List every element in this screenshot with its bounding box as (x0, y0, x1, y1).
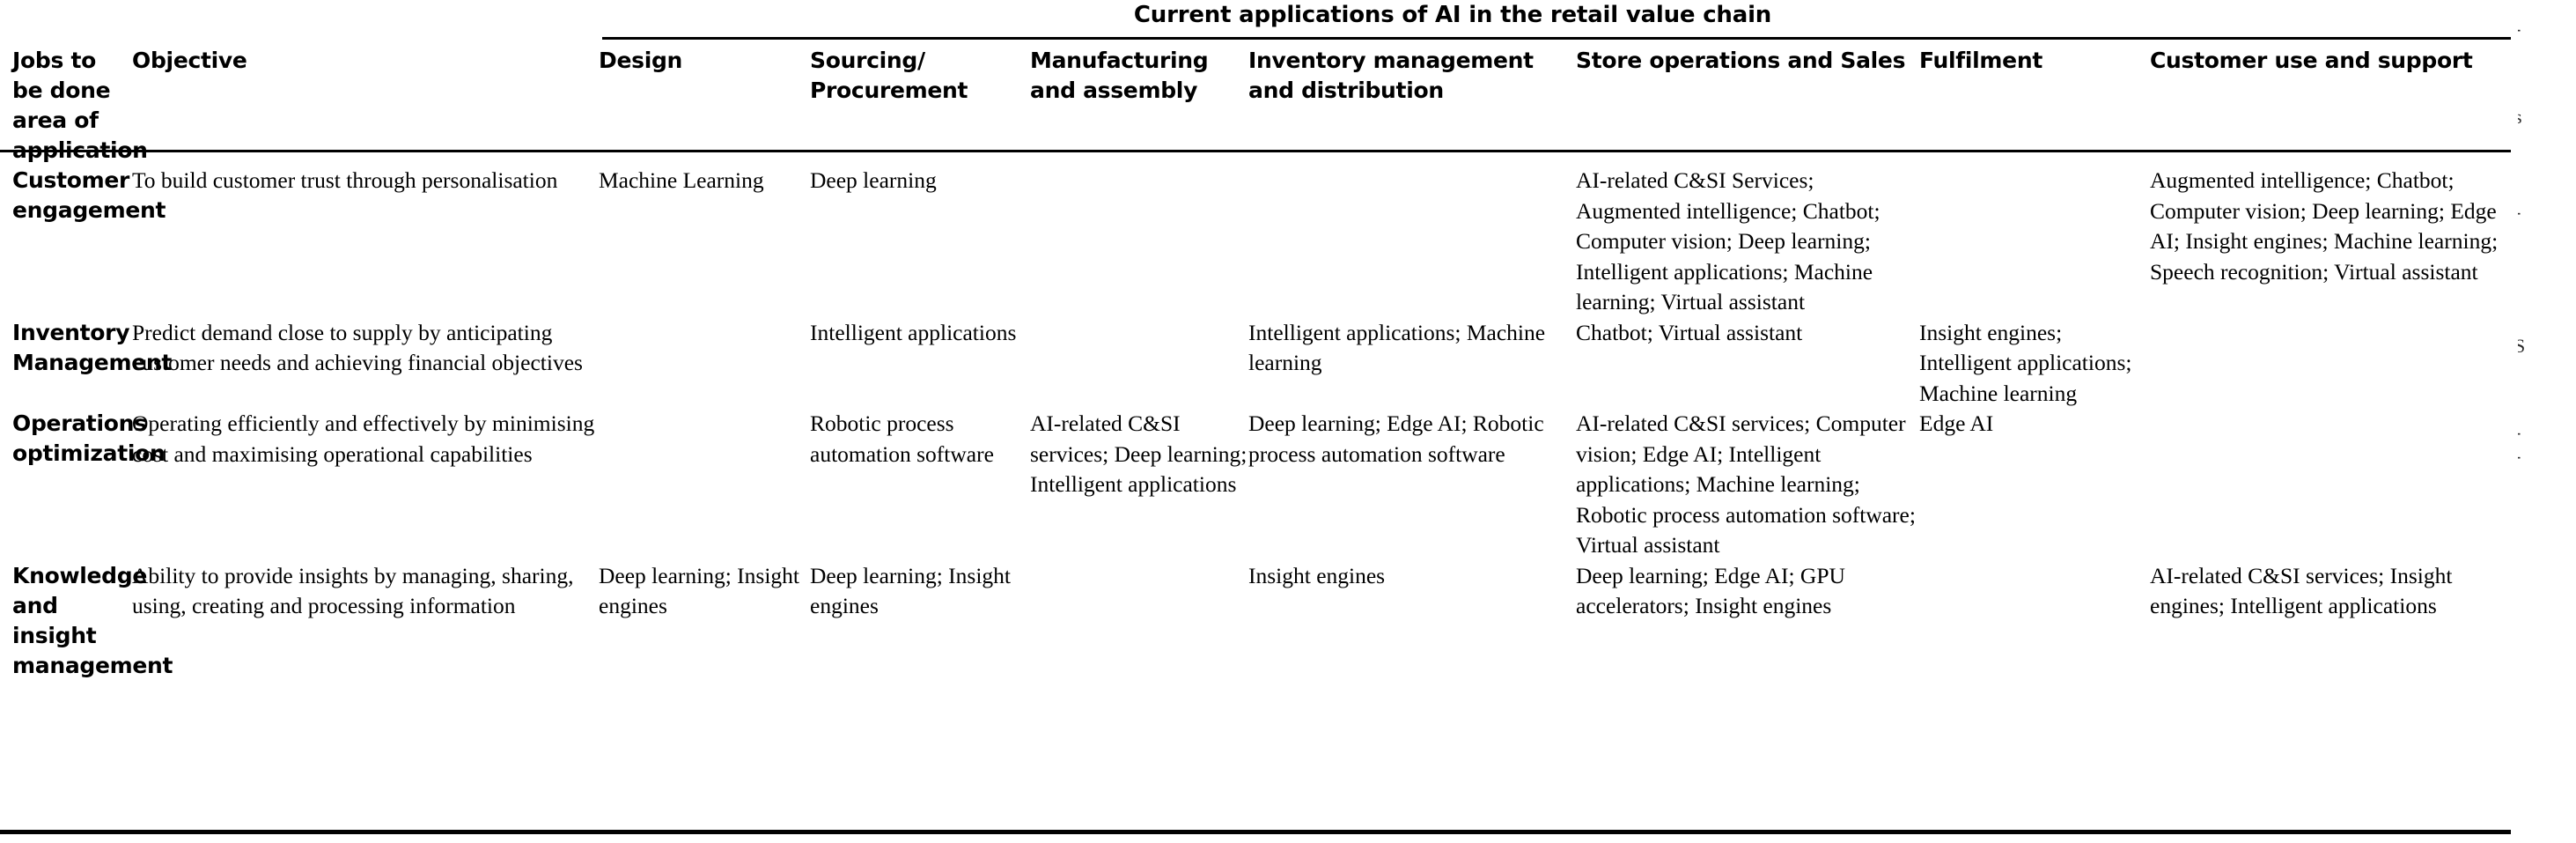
margin-fragment: - (2518, 201, 2521, 224)
table-row: Customer engagement To build customer tr… (0, 166, 2511, 318)
column-header-inventory: Inventory management and distribution (1248, 48, 1534, 103)
cell-fulfilment (1919, 166, 2150, 318)
cell-design (599, 318, 810, 410)
cell-design: Deep learning; Insight engines (599, 562, 800, 619)
cell-fulfilment (1919, 561, 2150, 681)
margin-fragment: - (2518, 18, 2521, 41)
cell-objective: Ability to provide insights by managing,… (132, 562, 574, 619)
cell-sourcing: Deep learning (810, 167, 937, 193)
cell-objective: Predict demand close to supply by antici… (132, 319, 583, 376)
column-header-sourcing: Sourcing/ Procurement (810, 48, 968, 103)
margin-fragment: s (2518, 106, 2522, 128)
cell-area: Inventory Management (12, 319, 173, 375)
cell-manufacturing: AI-related C&SI services; Deep learning;… (1030, 410, 1248, 497)
cell-inventory: Deep learning; Edge AI; Robotic process … (1248, 410, 1544, 467)
bottom-rule (0, 830, 2511, 834)
table-header: Jobs to be done area of application Obje… (0, 0, 2511, 166)
margin-fragment: - (2518, 445, 2521, 468)
cell-customer (2150, 318, 2511, 410)
cell-manufacturing (1030, 318, 1248, 410)
cell-sourcing: Robotic process automation software (810, 410, 994, 467)
cell-fulfilment: Edge AI (1919, 410, 1994, 436)
spanner-rule (602, 37, 2511, 40)
cell-area: Operations optimization (12, 410, 166, 466)
cell-customer: AI-related C&SI services; Insight engine… (2150, 562, 2453, 619)
column-header-store: Store operations and Sales (1576, 48, 1906, 73)
table-row: Knowledge and insight management Ability… (0, 561, 2511, 681)
column-header-objective: Objective (132, 48, 247, 73)
ai-applications-table: Jobs to be done area of application Obje… (0, 0, 2511, 681)
cell-manufacturing (1030, 166, 1248, 318)
cell-design (599, 409, 810, 561)
table-row: Inventory Management Predict demand clos… (0, 318, 2511, 410)
cell-manufacturing (1030, 561, 1248, 681)
cell-area: Knowledge and insight management (12, 562, 173, 678)
margin-fragment: - (2518, 421, 2521, 444)
spanner-spacer-row (0, 0, 2511, 46)
table-body: Customer engagement To build customer tr… (0, 166, 2511, 681)
cell-sourcing: Intelligent applications (810, 319, 1017, 345)
column-header-fulfilment: Fulfilment (1919, 48, 2042, 73)
cell-store: Chatbot; Virtual assistant (1576, 319, 1803, 345)
cell-fulfilment: Insight engines; Intelligent application… (1919, 319, 2132, 406)
column-header-area: Jobs to be done area of application (12, 48, 148, 163)
column-header-row: Jobs to be done area of application Obje… (0, 46, 2511, 166)
spanner-title: Current applications of AI in the retail… (1133, 2, 1772, 28)
cell-area: Customer engagement (12, 167, 166, 223)
cell-design: Machine Learning (599, 167, 764, 193)
cell-store: Deep learning; Edge AI; GPU accelerators… (1576, 562, 1845, 619)
column-header-customer: Customer use and support (2150, 48, 2473, 73)
column-header-manufacturing: Manufacturing and assembly (1030, 48, 1209, 103)
cell-customer: Augmented intelligence; Chatbot; Compute… (2150, 167, 2499, 285)
table-row: Operations optimization Operating effici… (0, 409, 2511, 561)
cell-objective: Operating efficiently and effectively by… (132, 410, 595, 467)
margin-fragment: S (2518, 335, 2526, 357)
header-rule (0, 150, 2511, 152)
cell-store: AI-related C&SI Services; Augmented inte… (1576, 167, 1880, 314)
cell-sourcing: Deep learning; Insight engines (810, 562, 1012, 619)
spanner-spacer-cell (0, 0, 2511, 46)
cell-inventory (1248, 166, 1576, 318)
cell-inventory: Intelligent applications; Machine learni… (1248, 319, 1546, 376)
cell-inventory: Insight engines (1248, 562, 1386, 588)
cropped-margin-artifacts: -s-S-- (2518, 0, 2576, 843)
cell-store: AI-related C&SI services; Computer visio… (1576, 410, 1916, 558)
column-header-design: Design (599, 48, 683, 73)
cell-customer (2150, 409, 2511, 561)
cell-objective: To build customer trust through personal… (132, 167, 558, 193)
